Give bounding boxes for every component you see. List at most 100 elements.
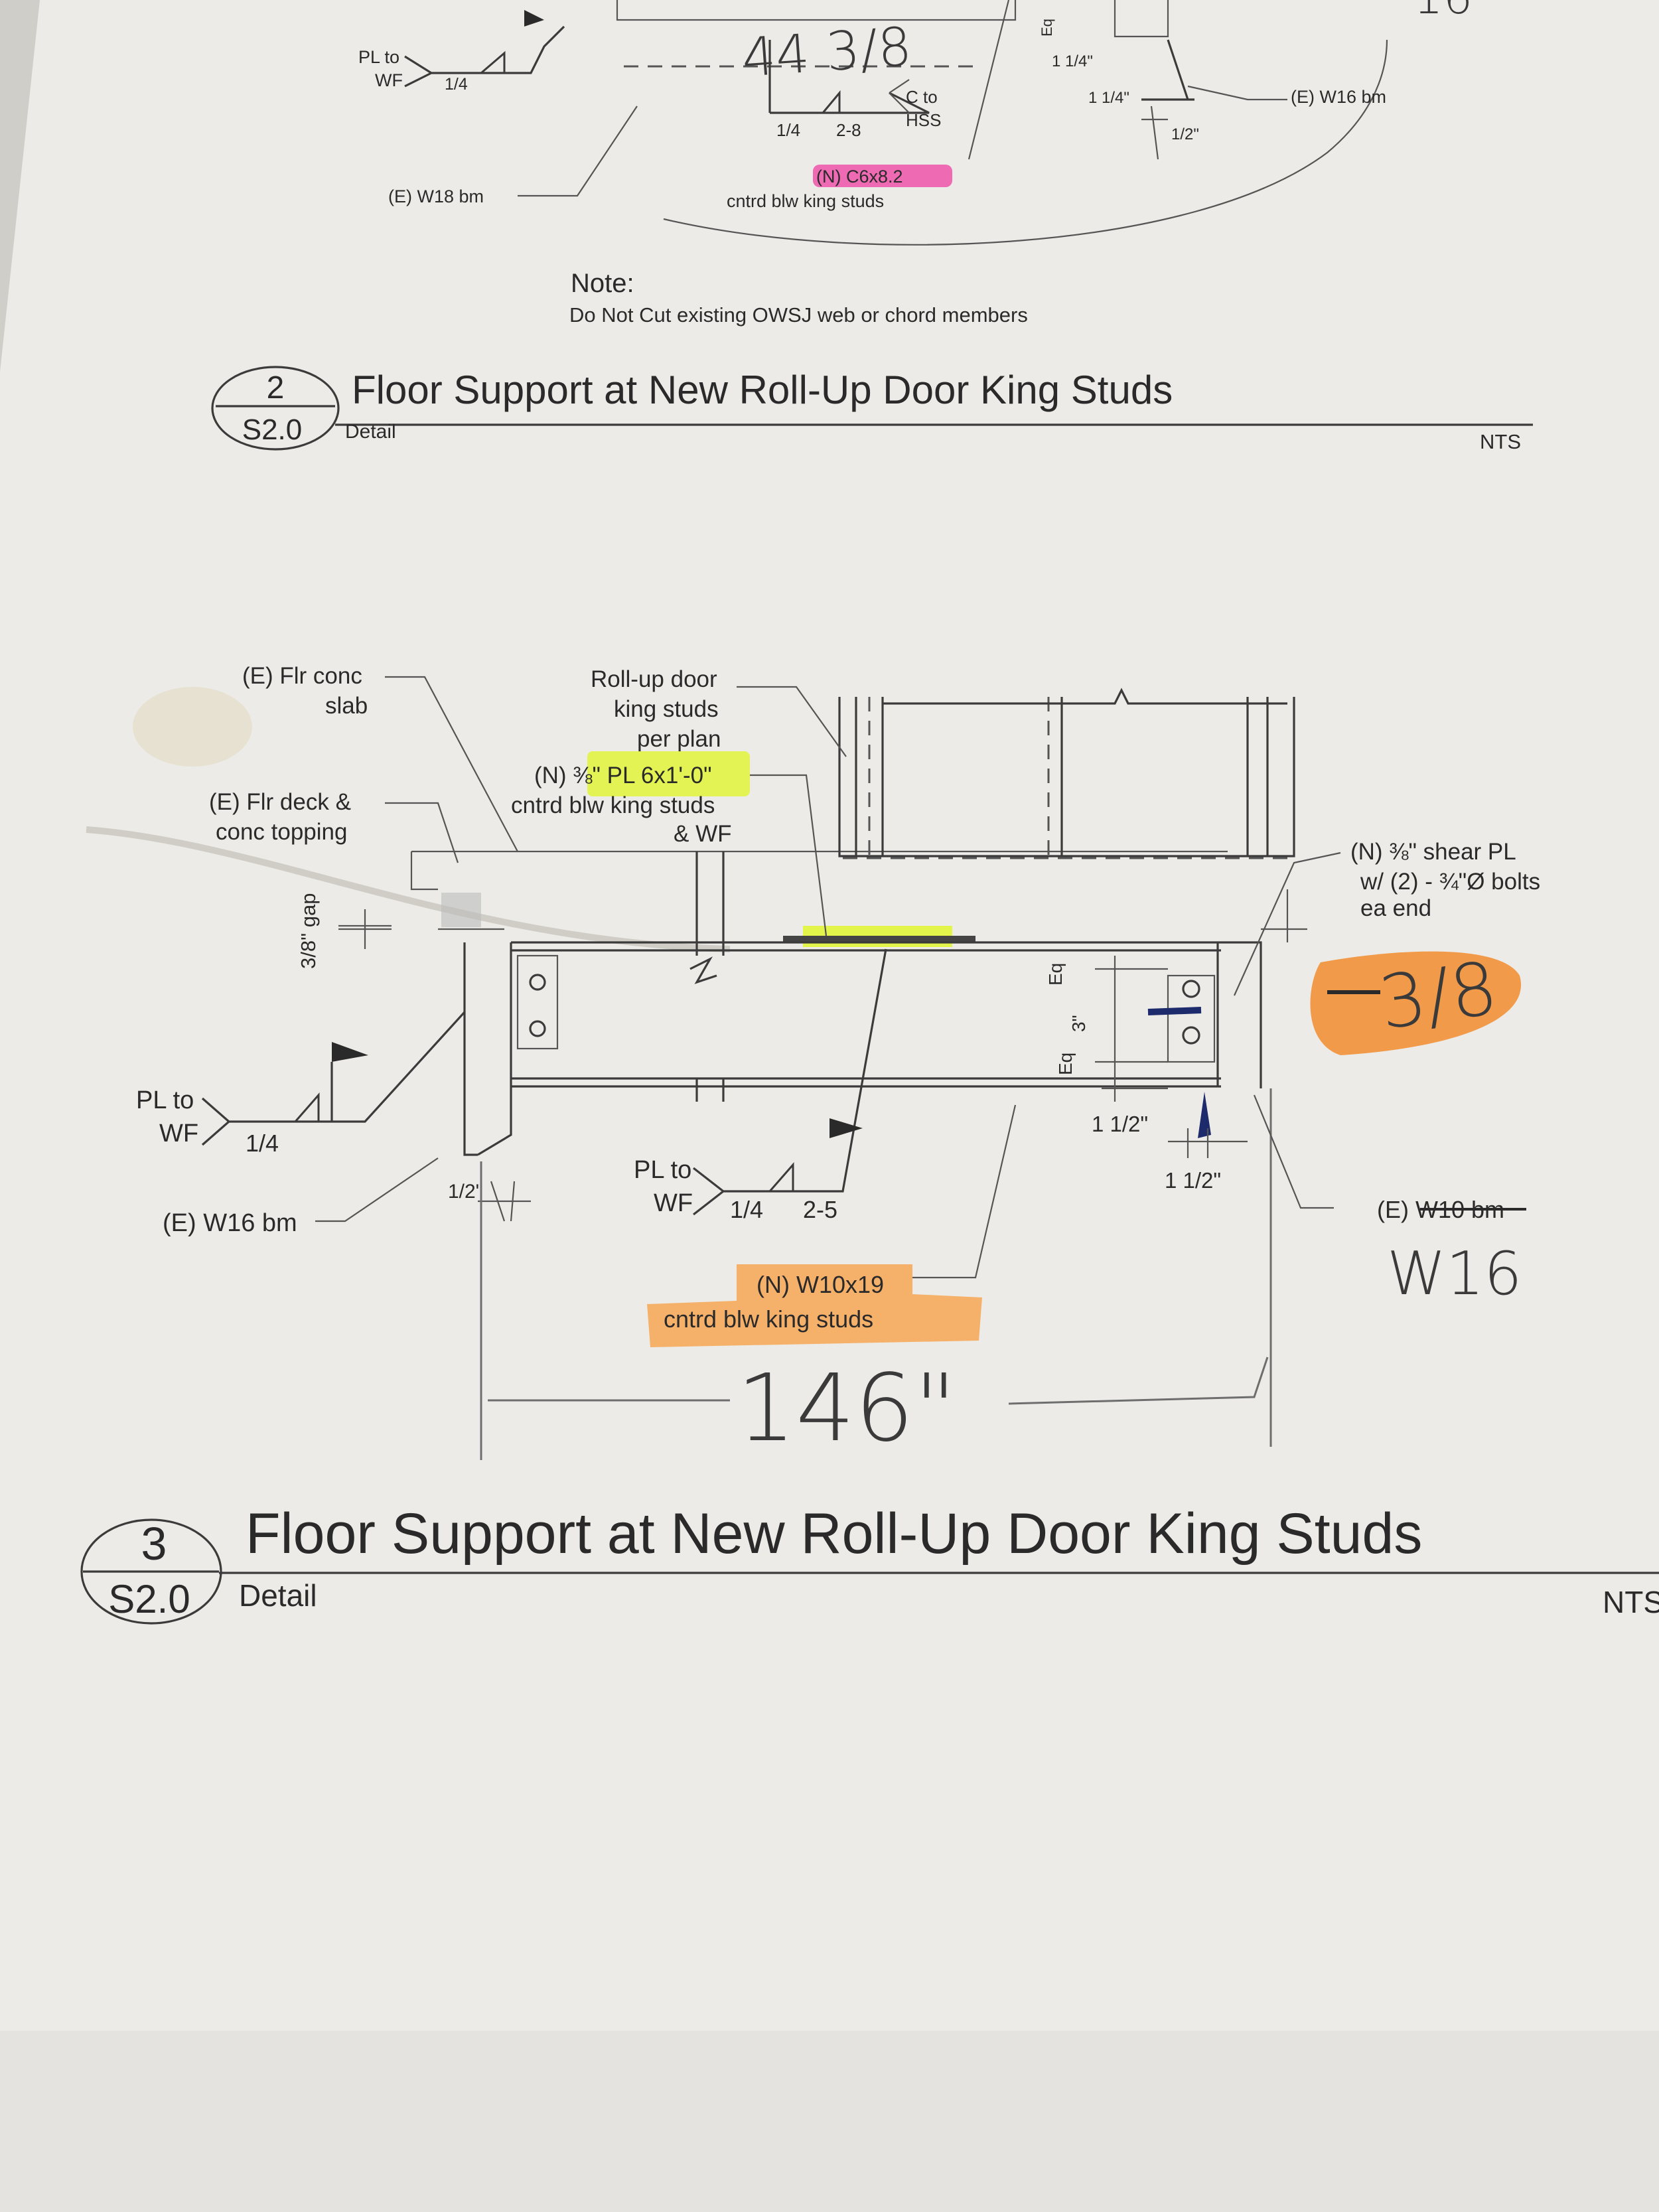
- label-channel: (N) C6x8.2: [816, 167, 903, 186]
- dim-3in: 3": [1068, 1015, 1089, 1032]
- handwritten-3-8: 3/8: [1374, 945, 1502, 1045]
- blue-marker-dot: [1198, 1092, 1211, 1138]
- new-plate: [783, 936, 975, 942]
- detail-3-title: Floor Support at New Roll-Up Door King S…: [246, 1502, 1422, 1566]
- blue-marker-stroke: [1147, 1007, 1202, 1015]
- dim-ticks-right: [1168, 1128, 1248, 1158]
- gap-dim-lines: [338, 909, 392, 949]
- dim-ticks-top: [1141, 106, 1168, 160]
- paper-fold-shadow: [0, 2031, 1659, 2212]
- detail-2-subtitle: Detail: [345, 421, 396, 443]
- king-stud-outline: [838, 697, 1295, 857]
- break-line-bottom: [695, 1078, 725, 1102]
- weld-left-size: 1/4: [246, 1130, 279, 1157]
- dim-1-1-4-b: 1 1/4": [1088, 89, 1129, 107]
- weld-hss: HSS: [906, 110, 941, 130]
- leader-w16-right: [1253, 1094, 1334, 1209]
- weld-symbol-mid: [693, 948, 887, 1216]
- weld-c-to: C to: [906, 87, 938, 107]
- weld-mid-pitch: 2-5: [803, 1196, 837, 1223]
- dim-1-2-top: 1/2": [1171, 125, 1199, 143]
- detail-3-scale: NTS: [1603, 1585, 1659, 1619]
- label-shear-1: (N) ⅜" shear PL: [1350, 839, 1516, 865]
- bolt-icon: [1182, 1026, 1200, 1045]
- detail-2-sheet: S2.0: [242, 413, 303, 446]
- weld-label-wf: WF: [375, 70, 403, 90]
- fillet-weld-icon-4: [767, 1162, 794, 1193]
- w16-flange-right: [1221, 941, 1262, 1088]
- leader-plate: [750, 774, 828, 936]
- label-w10-1: (N) W10x19: [757, 1271, 884, 1298]
- yellow-highlight-label: [587, 751, 750, 796]
- fillet-weld-icon-2: [820, 90, 841, 114]
- beam-outline-top: [616, 0, 1169, 38]
- label-rollup-3: per plan: [637, 726, 721, 752]
- detail-3-title-block: 3 S2.0 Floor Support at New Roll-Up Door…: [80, 1502, 1659, 1625]
- dim-half-inch: 1/2": [448, 1181, 482, 1203]
- leader-w16-left: [315, 1157, 439, 1222]
- detail-2-scale: NTS: [1480, 430, 1521, 453]
- detail-2-title: Floor Support at New Roll-Up Door King S…: [352, 368, 1173, 412]
- detail-3-number: 3: [141, 1518, 167, 1570]
- fillet-weld-icon-3: [293, 1092, 320, 1123]
- weld-mid-pl: PL to: [634, 1156, 691, 1184]
- label-slab-1: (E) Flr conc: [242, 663, 362, 689]
- fillet-weld-icon: [478, 50, 506, 74]
- break-line-top: [695, 851, 725, 956]
- label-w10-2: cntrd blw king studs: [664, 1305, 873, 1333]
- label-deck-1: (E) Flr deck &: [209, 789, 351, 815]
- weld-size: 1/4: [445, 75, 468, 94]
- handwritten-w16: W16: [1387, 1239, 1522, 1309]
- label-w16-left: (E) W16 bm: [163, 1209, 297, 1237]
- detail-3-drawing: Eq 3" Eq 1 1/2" 1 1/2" 3/8" gap 1/2" 146…: [136, 663, 1540, 1463]
- stud-hidden-lines: [868, 697, 1050, 856]
- beam-bottom-flange: [511, 1077, 1221, 1088]
- label-plate-1: (N) ⅜" PL 6x1'-0": [534, 763, 712, 788]
- label-plate-2: cntrd blw king studs: [511, 792, 715, 818]
- detail-3-subtitle: Detail: [239, 1578, 317, 1613]
- leader-deck: [385, 802, 459, 863]
- label-shear-3: ea end: [1360, 895, 1431, 921]
- label-shear-2: w/ (2) - ¾"Ø bolts: [1360, 869, 1540, 895]
- handwritten-146: 146": [737, 1355, 957, 1463]
- note-block: Note: Do Not Cut existing OWSJ web or ch…: [569, 269, 1028, 327]
- stud-top-line: [883, 688, 1287, 705]
- weld-pitch-mid: 2-8: [836, 120, 861, 140]
- beam-top-flange: [511, 941, 1221, 952]
- stud-members: [855, 697, 1269, 856]
- handwritten-44-3-8: 44 3/8: [740, 15, 914, 89]
- arc-leader: [663, 39, 1388, 246]
- weld-tail-icon: [889, 79, 910, 113]
- detail-3-sheet: S2.0: [108, 1577, 190, 1621]
- label-w16-top: (E) W16 bm: [1291, 87, 1386, 107]
- label-plate-3: & WF: [674, 821, 731, 847]
- top-detail: PL to WF 1/4 1/4 2-8 C to HSS 1 1/4" 1 1…: [358, 0, 1473, 246]
- leader-slab: [385, 676, 518, 852]
- shear-plate-right: [1167, 974, 1216, 1063]
- king-studs: [838, 688, 1295, 859]
- leader-rollup: [737, 686, 847, 757]
- dim-1-1-2-a: 1 1/2": [1092, 1112, 1148, 1136]
- orange-highlight-w10: [647, 1264, 982, 1347]
- label-rollup-2: king studs: [614, 696, 719, 722]
- weld-mid-size: 1/4: [730, 1196, 763, 1223]
- detail-2-title-block: 2 S2.0 Floor Support at New Roll-Up Door…: [211, 366, 1533, 453]
- label-rollup-1: Roll-up door: [591, 666, 717, 692]
- slab-right-edge: [1261, 889, 1307, 942]
- slab-edge: [410, 851, 504, 930]
- leader-shear: [1233, 851, 1341, 996]
- eq-top: Eq: [1039, 19, 1055, 37]
- leader-w16-top: [1187, 85, 1287, 101]
- bolt-icon: [1182, 980, 1200, 998]
- weld-symbol-left: [201, 1011, 466, 1146]
- beam-flange-top-right: [1141, 39, 1194, 101]
- note-title: Note:: [571, 269, 634, 298]
- leader-w18: [518, 106, 638, 197]
- note-text: Do Not Cut existing OWSJ web or chord me…: [569, 303, 1028, 327]
- orange-marker-blob: [1310, 951, 1522, 1055]
- dim-lines-right: [1095, 956, 1168, 1102]
- bolt-icon: [529, 1020, 546, 1037]
- shear-plate-left: [516, 954, 559, 1050]
- weld-size-mid: 1/4: [776, 120, 800, 140]
